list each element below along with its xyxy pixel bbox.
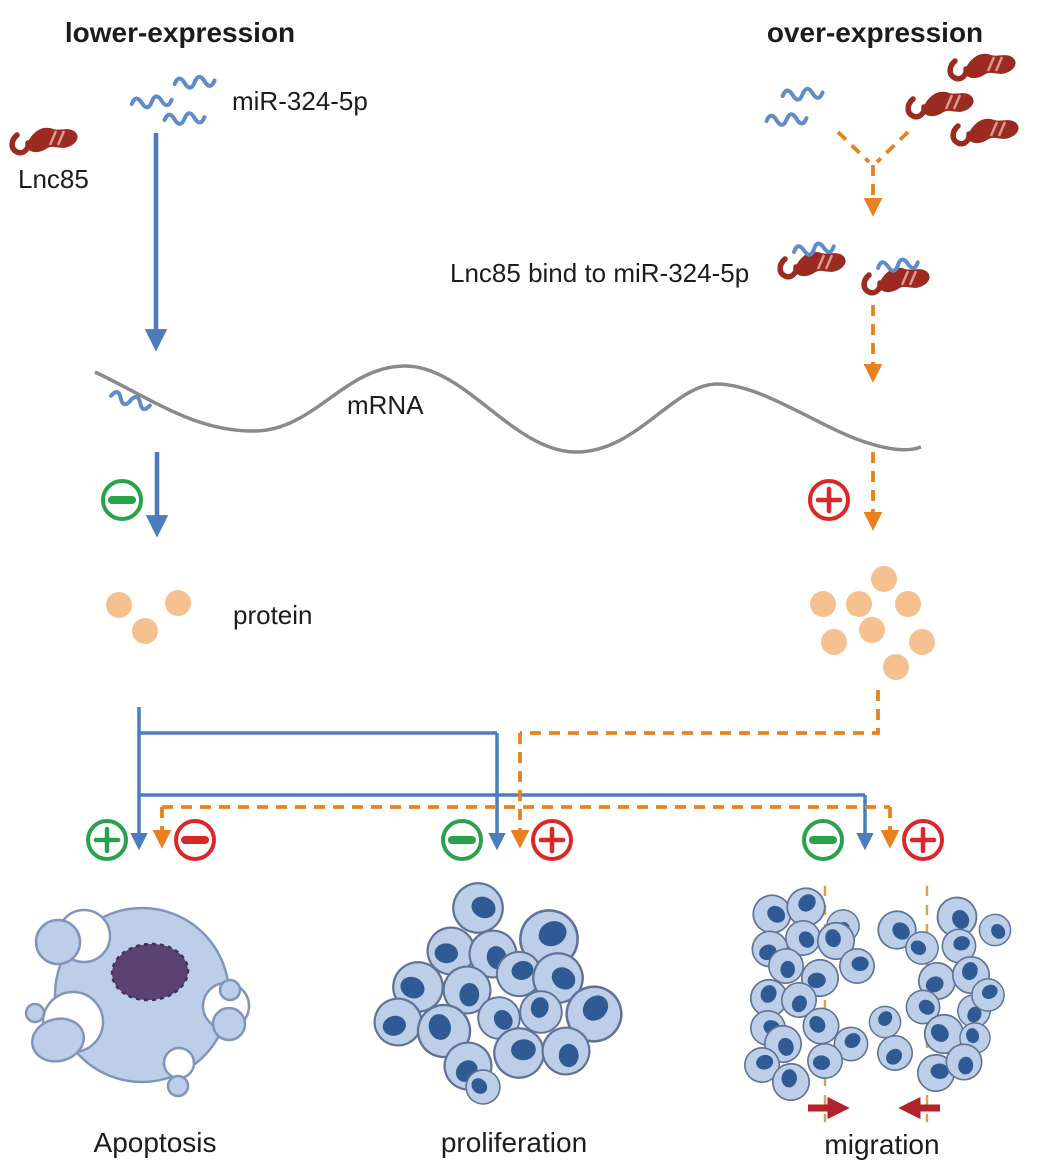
lower-expression-connectors <box>130 707 874 851</box>
binding-converge-arrow <box>836 130 910 217</box>
migration-illustration <box>737 880 1018 1122</box>
proliferation-cells-illustration <box>364 878 633 1111</box>
apoptosis-label: Apoptosis <box>94 1127 217 1158</box>
mir-324-5p-label: miR-324-5p <box>232 86 368 116</box>
lnc85-label: Lnc85 <box>18 164 89 194</box>
bound-complex-icon <box>780 239 929 292</box>
proliferation-label: proliferation <box>441 1127 587 1158</box>
mir-squiggles-left-icon <box>129 73 217 127</box>
proliferation-green-minus-icon <box>441 819 483 861</box>
translation-inhibited-icon <box>101 479 143 521</box>
apoptosis-cell-illustration <box>24 906 251 1098</box>
over-expression-connectors <box>152 690 900 849</box>
lnc85-ribbon-icon <box>12 128 77 153</box>
protein-label: protein <box>233 600 313 630</box>
bind-label: Lnc85 bind to miR-324-5p <box>450 258 749 288</box>
lower-expression-title: lower-expression <box>65 17 295 48</box>
protein-many-icon <box>810 566 935 680</box>
mrna-wave <box>94 364 922 454</box>
migration-red-plus-icon <box>902 819 944 861</box>
migration-green-minus-icon <box>802 819 844 861</box>
migration-label: migration <box>824 1129 939 1160</box>
apoptosis-green-plus-icon <box>86 819 128 861</box>
mir-on-mrna-icon <box>107 388 154 413</box>
lnc85-ribbons-right-icon <box>908 54 1018 144</box>
apoptosis-red-minus-icon <box>174 819 216 861</box>
mrna-label: mRNA <box>347 390 424 420</box>
proliferation-red-plus-icon <box>531 819 573 861</box>
protein-few-icon <box>106 590 191 644</box>
translation-promoted-icon <box>808 479 850 521</box>
over-expression-title: over-expression <box>767 17 983 48</box>
mir-squiggles-right-icon <box>764 85 825 128</box>
